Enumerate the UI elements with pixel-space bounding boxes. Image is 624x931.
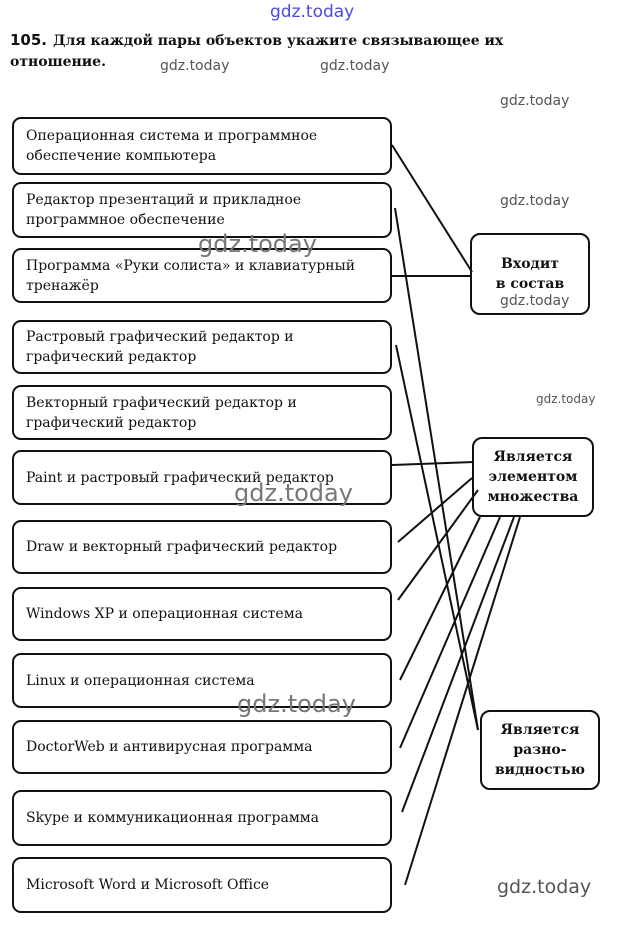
connection-line [395, 344, 479, 731]
pair-box: Draw и векторный графический редактор [12, 520, 392, 574]
watermark: gdz.today [160, 58, 230, 74]
connection-line [397, 489, 479, 601]
connection-line [394, 207, 479, 731]
pair-label: Операционная система и программное обесп… [26, 128, 318, 164]
pair-label: Draw и векторный графический редактор [26, 539, 338, 555]
relation-element-of-set: Является элементом множества [472, 437, 594, 517]
watermark: gdz.today [320, 58, 390, 74]
pair-box: Операционная система и программное обесп… [12, 117, 392, 175]
watermark: gdz.today [234, 479, 353, 507]
watermark: gdz.today [198, 230, 317, 258]
relation-label: Входит в состав [495, 256, 565, 292]
watermark: gdz.today [500, 193, 570, 209]
relation-part-of: Входит в состав [470, 233, 590, 315]
connection-line [399, 516, 481, 681]
pair-label: Программа «Руки солиста» и клавиатурный … [26, 257, 356, 294]
pair-label: Векторный графический редактор и графиче… [26, 394, 297, 431]
pair-box: Windows XP и операционная система [12, 587, 392, 641]
connection-line [391, 461, 475, 466]
connection-line [399, 516, 501, 749]
connection-line [397, 477, 473, 543]
pair-label: DoctorWeb и антивирусная программа [26, 739, 313, 755]
pair-label: Windows XP и операционная система [26, 606, 303, 622]
pair-label: Растровый графический редактор и графиче… [26, 329, 294, 365]
pair-box: Программа «Руки солиста» и клавиатурный … [12, 248, 392, 303]
connection-line [391, 144, 473, 273]
pair-label: Microsoft Word и Microsoft Office [26, 877, 270, 893]
relation-kind-of: Является разно- видностью [480, 710, 600, 790]
connection-line [401, 516, 515, 813]
pair-box: Skype и коммуникационная программа [12, 790, 392, 846]
pair-box: Linux и операционная система [12, 653, 392, 708]
watermark: gdz.today [497, 876, 592, 898]
pair-box: Paint и растровый графический редактор [12, 450, 392, 505]
watermark: gdz.today [500, 293, 570, 309]
task-number: 105. [10, 31, 48, 49]
pair-label: Paint и растровый графический редактор [26, 469, 334, 486]
watermark-top: gdz.today [270, 2, 355, 22]
relation-label: Является разно- видностью [494, 722, 586, 778]
pair-box: DoctorWeb и антивирусная программа [12, 720, 392, 774]
pair-label: Linux и операционная система [26, 672, 255, 689]
task-text: Для каждой пары объектов укажите связыва… [10, 33, 504, 70]
pair-box: Редактор презентаций и прикладное програ… [12, 182, 392, 238]
connection-line [404, 516, 521, 886]
pair-box: Microsoft Word и Microsoft Office [12, 857, 392, 913]
relation-label: Является элементом множества [487, 449, 579, 505]
task-title: 105.Для каждой пары объектов укажите свя… [10, 30, 600, 73]
pair-box: Растровый графический редактор и графиче… [12, 320, 392, 374]
pair-label: Редактор презентаций и прикладное програ… [26, 192, 302, 228]
watermark: gdz.today [237, 690, 356, 718]
watermark: gdz.today [536, 392, 596, 406]
pair-label: Skype и коммуникационная программа [26, 810, 319, 826]
watermark: gdz.today [500, 93, 570, 109]
pair-box: Векторный графический редактор и графиче… [12, 385, 392, 440]
